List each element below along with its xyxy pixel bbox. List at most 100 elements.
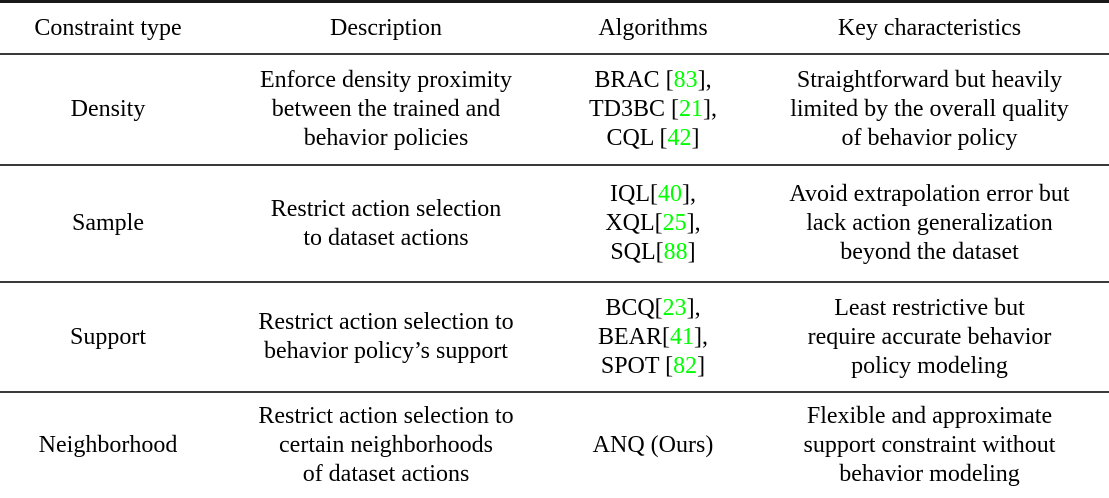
citation-bracket-close: ] (686, 210, 695, 236)
description-lines: Restrict action selection to behavior pol… (216, 308, 556, 366)
cell-algorithms: BCQ[23],BEAR[41],SPOT [82] (556, 282, 750, 393)
cell-constraint-type: Density (0, 54, 216, 166)
text-line: lack action generalization (806, 210, 1053, 236)
algorithm-entry: SPOT [82] (556, 352, 750, 381)
citation-bracket-open: [ (655, 239, 664, 265)
algorithm-entry: IQL[40], (556, 180, 750, 209)
cell-key-characteristics: Avoid extrapolation error but lack action… (750, 165, 1109, 283)
algorithm-lines: BCQ[23],BEAR[41],SPOT [82] (556, 294, 750, 381)
text-line: Restrict action selection to (258, 403, 514, 429)
entry-separator: , (711, 96, 717, 122)
citation-bracket-open: [ (671, 96, 679, 122)
text-line: require accurate behavior (807, 323, 1052, 350)
entry-separator: , (694, 294, 701, 321)
text-line: policy modeling (851, 352, 1008, 379)
citation-bracket-close: ] (686, 294, 695, 321)
algorithm-entry: ANQ (Ours) (556, 431, 750, 460)
text-line: Avoid extrapolation error but (789, 181, 1070, 207)
column-header-key-characteristics: Key characteristics (750, 0, 1109, 55)
algorithm-name: ANQ (Ours) (592, 432, 714, 458)
key-characteristics-lines: Avoid extrapolation error but lack action… (750, 180, 1109, 267)
cell-constraint-type: Sample (0, 165, 216, 283)
cell-algorithms: BRAC [83],TD3BC [21],CQL [42] (556, 54, 750, 166)
citation-bracket-open: [ (659, 125, 668, 151)
table-header: Constraint type Description Algorithms K… (0, 0, 1109, 55)
text-line: to dataset actions (303, 224, 469, 251)
citation-bracket-close: ] (694, 323, 702, 350)
citation-bracket-close: ] (703, 96, 711, 122)
citation-reference[interactable]: 25 (662, 210, 687, 236)
algorithm-name: BEAR (597, 323, 662, 350)
algorithm-name: XQL (605, 210, 655, 236)
algorithm-entry: BRAC [83], (556, 66, 750, 95)
cell-constraint-type: Neighborhood (38, 432, 178, 458)
table-row: Neighborhood Restrict action selection t… (0, 392, 1109, 498)
text-line: behavior policies (303, 125, 469, 151)
citation-reference[interactable]: 88 (663, 239, 688, 265)
citation-reference[interactable]: 42 (667, 125, 692, 151)
citation-bracket-open: [ (654, 294, 663, 321)
algorithm-name: SQL (610, 239, 656, 265)
column-header-description: Description (216, 0, 556, 55)
algorithm-name: BRAC (594, 67, 666, 93)
citation-reference[interactable]: 21 (679, 96, 703, 122)
text-line: Restrict action selection to (258, 309, 514, 335)
algorithm-entry: TD3BC [21], (556, 95, 750, 124)
citation-reference[interactable]: 82 (673, 352, 698, 379)
citation-reference[interactable]: 40 (657, 181, 682, 207)
citation-bracket-open: [ (654, 210, 663, 236)
citation-bracket-open: [ (662, 323, 670, 350)
text-line: Flexible and approximate (806, 403, 1053, 429)
cell-algorithms: ANQ (Ours) (556, 392, 750, 498)
algorithm-lines: BRAC [83],TD3BC [21],CQL [42] (556, 66, 750, 153)
header-row: Constraint type Description Algorithms K… (0, 0, 1109, 55)
text-line: Straightforward but heavily (796, 67, 1063, 93)
text-line: limited by the overall quality (790, 96, 1069, 122)
citation-bracket-close: ] (697, 67, 706, 93)
algorithm-lines: IQL[40],XQL[25],SQL[88] (556, 180, 750, 267)
algorithm-entry: XQL[25], (556, 209, 750, 238)
text-line: of dataset actions (302, 461, 470, 487)
entry-separator: , (705, 67, 712, 93)
text-line: behavior policy’s support (264, 338, 508, 364)
column-header-constraint-type: Constraint type (0, 0, 216, 55)
citation-reference[interactable]: 41 (670, 323, 694, 350)
key-characteristics-lines: Straightforward but heavily limited by th… (750, 66, 1109, 153)
text-line: certain neighborhoods (279, 432, 493, 458)
entry-separator: , (694, 210, 701, 236)
text-line: Least restrictive but (834, 294, 1025, 321)
algorithm-entry: SQL[88] (556, 238, 750, 267)
algorithm-name: BCQ (605, 294, 655, 321)
citation-bracket-close: ] (691, 125, 700, 151)
text-line: Enforce density proximity (260, 67, 512, 93)
algorithm-name: SPOT (600, 352, 666, 379)
algorithm-name: CQL (606, 125, 660, 151)
entry-separator: , (702, 323, 708, 350)
cell-description: Restrict action selection to behavior pol… (216, 282, 556, 393)
citation-bracket-open: [ (665, 352, 674, 379)
algorithm-entry: BCQ[23], (556, 294, 750, 323)
citation-bracket-close: ] (697, 352, 706, 379)
text-line: beyond the dataset (840, 239, 1019, 265)
citation-reference[interactable]: 23 (662, 294, 687, 321)
text-line: Restrict action selection (270, 195, 502, 222)
column-header-algorithms: Algorithms (556, 0, 750, 55)
algorithm-lines: ANQ (Ours) (556, 431, 750, 460)
algorithm-name: IQL (610, 181, 650, 207)
algorithm-name: TD3BC (588, 96, 671, 122)
citation-reference[interactable]: 83 (673, 67, 698, 93)
citation-bracket-open: [ (665, 67, 674, 93)
text-line: behavior modeling (839, 461, 1020, 487)
